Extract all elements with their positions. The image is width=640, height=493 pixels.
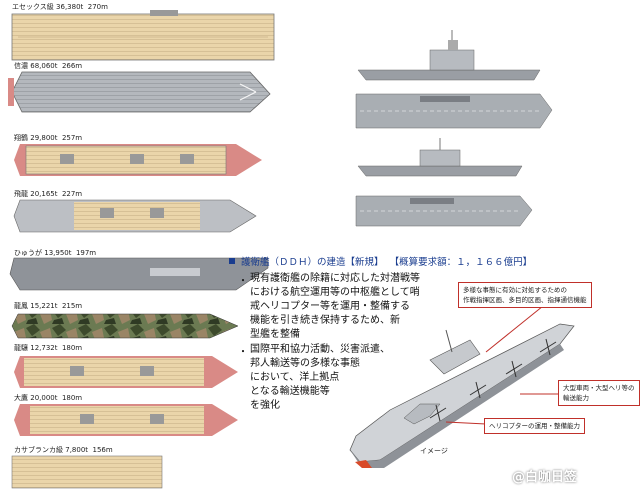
carrier-label-casablanca: カサブランカ級 7,800t 156m xyxy=(14,446,113,454)
callout-helicopter-capacity: ヘリコプターの運用・整備能力 xyxy=(484,418,585,434)
callout-transport-capacity: 大型車両・大型ヘリ等の 輸送能力 xyxy=(558,380,640,406)
carrier-label-hiryu: 飛龍 20,165t 227m xyxy=(14,190,83,198)
ddh-plan-1 xyxy=(355,93,553,129)
bullet-dot-icon: ・ xyxy=(238,347,248,358)
taiyo-diagram xyxy=(14,404,238,436)
callout-command-functions: 多様な事態に有効に対処するための 作戦指揮区画、多目的区画、指揮通信機能 xyxy=(458,282,592,308)
bullet-square-icon xyxy=(229,258,235,264)
ddh-plan-2 xyxy=(355,195,533,227)
ddh-image-illustration xyxy=(349,301,588,468)
ryuho-diagram xyxy=(11,313,239,339)
point-1-text: 現有護衛艦の除籍に対応した対潜戦等 における航空運用等の中枢艦として哨 戒ヘリコ… xyxy=(250,273,420,340)
ddh-caption: 護衛艦（ＤＤＨ）の建造【新規】 【概算要求額：１，１６６億円】 xyxy=(229,254,532,268)
casablanca-class-diagram xyxy=(11,455,163,489)
hiryu-diagram xyxy=(13,199,257,233)
carrier-label-shinano: 信濃 68,060t 266m xyxy=(14,62,83,70)
carrier-label-ryujo: 龍驤 12,732t 180m xyxy=(14,344,83,352)
shokaku-diagram xyxy=(14,144,262,176)
carrier-label-taiyo: 大鷹 20,000t 180m xyxy=(14,394,83,402)
carrier-label-shokaku: 翔鶴 29,800t 257m xyxy=(14,134,83,142)
image-label: イメージ xyxy=(420,447,448,455)
carrier-label-hyuga: ひゅうが 13,950t 197m xyxy=(14,249,97,257)
point-2-text: 国際平和協力活動、災害派遣、 邦人輸送等の多様な事態 において、洋上拠点 となる… xyxy=(250,344,390,411)
carrier-label-essex: エセックス級 36,380t 270m xyxy=(12,3,108,11)
ddh-profile-1 xyxy=(357,30,541,81)
ddh-profile-2 xyxy=(357,138,523,177)
bullet-dot-icon: ・ xyxy=(238,276,248,287)
ryujo-diagram xyxy=(14,356,238,388)
shinano-diagram xyxy=(8,71,271,113)
hyuga-diagram xyxy=(9,257,269,291)
watermark: @白咖日签 xyxy=(512,470,578,485)
essex-class-diagram xyxy=(11,10,275,61)
carrier-label-ryuho: 龍鳳 15,221t 215m xyxy=(14,302,83,310)
